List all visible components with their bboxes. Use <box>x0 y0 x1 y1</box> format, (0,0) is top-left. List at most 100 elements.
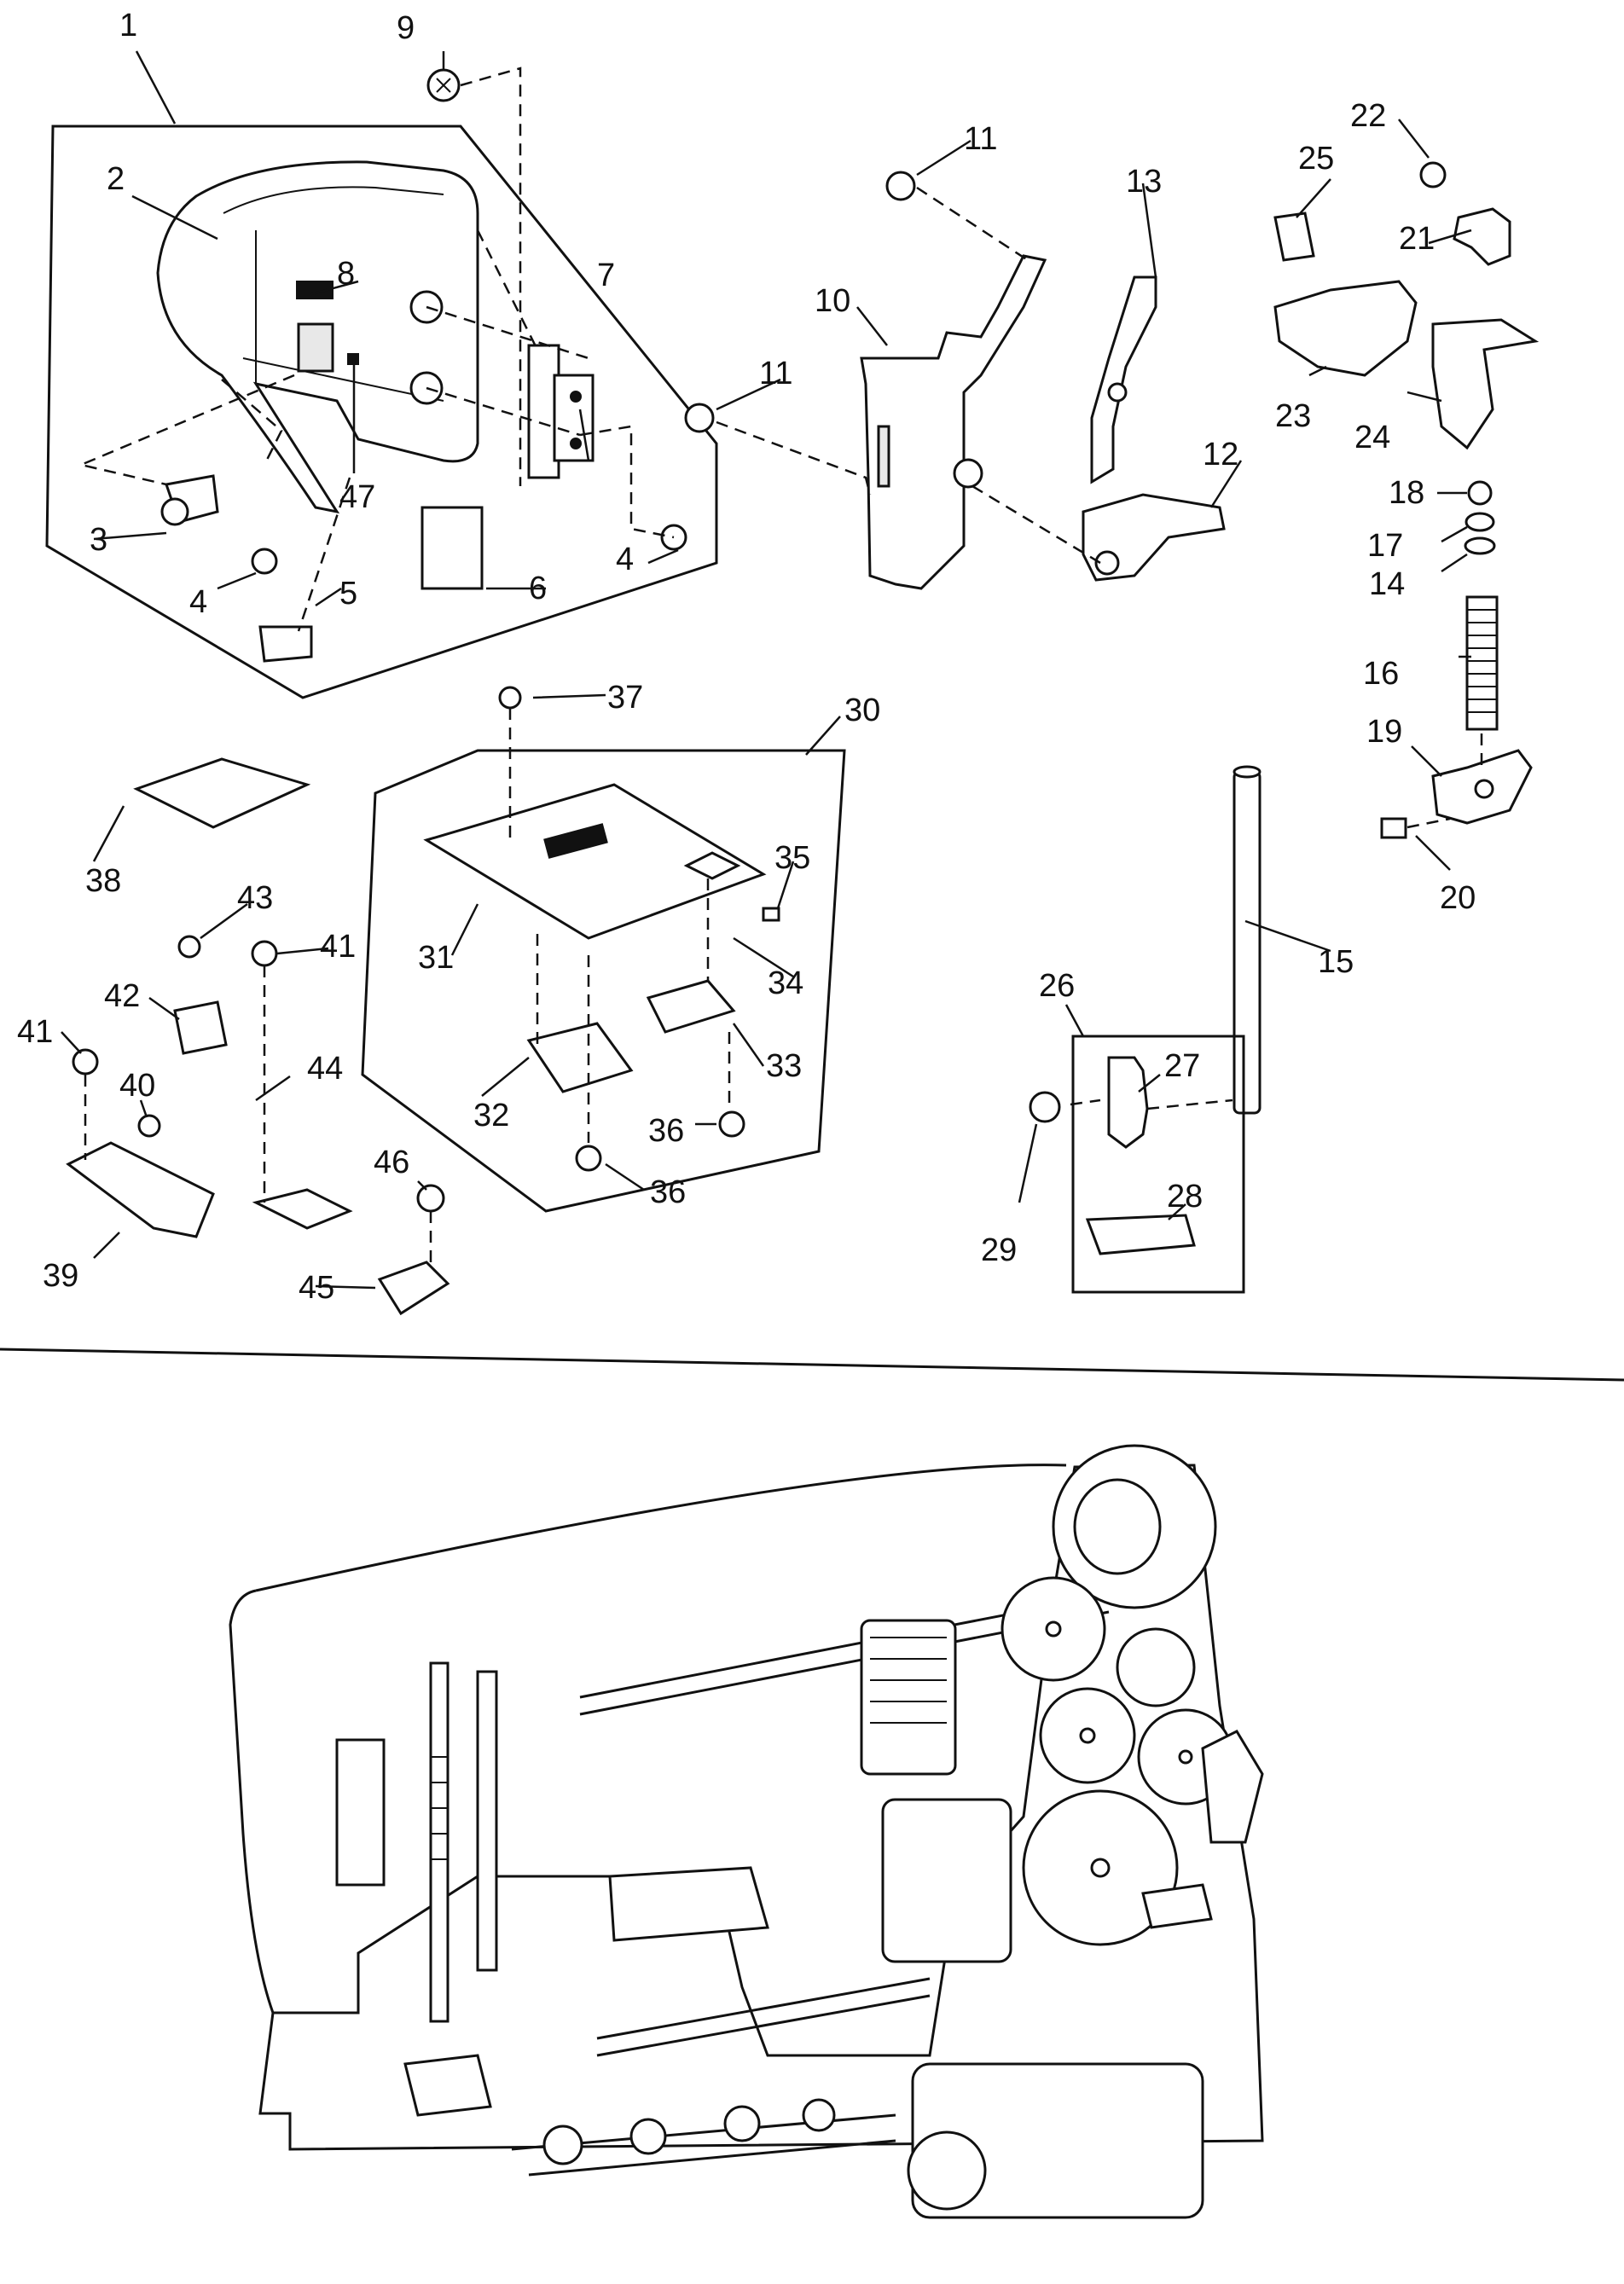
pulley-3 <box>1039 1687 1136 1784</box>
callout-17: 17 <box>1367 528 1403 564</box>
thread-take-up <box>335 1738 386 1887</box>
part-32 <box>526 1022 634 1093</box>
callout-14: 14 <box>1369 566 1405 602</box>
callout-2: 2 <box>107 161 125 197</box>
section-divider <box>0 1348 1624 1382</box>
callout-38: 38 <box>85 863 121 899</box>
foot-part-28 <box>1085 1214 1196 1255</box>
side-knob <box>1201 1730 1264 1844</box>
callout-29: 29 <box>981 1232 1017 1268</box>
bracket-slot <box>877 425 890 488</box>
callout-8: 8 <box>337 256 355 292</box>
lever-part-13 <box>1090 275 1157 484</box>
hinge-knob-upper <box>297 322 334 373</box>
callout-19: 19 <box>1366 714 1402 750</box>
callout-23: 23 <box>1275 398 1311 434</box>
callout-16: 16 <box>1363 656 1399 692</box>
slide-cover-part-38 <box>133 757 311 829</box>
callout-33: 33 <box>766 1048 802 1084</box>
callout-44: 44 <box>307 1051 343 1087</box>
bracket-part-10 <box>860 254 1047 590</box>
callout-12: 12 <box>1203 437 1238 472</box>
callout-15: 15 <box>1318 944 1354 980</box>
spring-part-35 <box>762 907 780 922</box>
screw-part-22 <box>1419 161 1447 188</box>
callout-6: 6 <box>529 571 547 606</box>
callout-7: 7 <box>597 258 615 293</box>
screw-part-41-left <box>72 1048 99 1075</box>
gear-housing <box>860 1619 957 1776</box>
callout-4b: 4 <box>616 542 634 577</box>
label-plate-8 <box>296 281 334 299</box>
callout-1: 1 <box>119 8 137 43</box>
part-45 <box>377 1261 450 1316</box>
pin-part-25 <box>1273 212 1315 262</box>
presser-foot-assembly <box>403 2054 492 2117</box>
callout-40: 40 <box>119 1068 155 1104</box>
screw-part-46 <box>416 1184 445 1213</box>
callout-5: 5 <box>339 576 357 612</box>
side-lever <box>1141 1883 1213 1929</box>
needle-plate-group <box>361 686 846 1213</box>
callout-42: 42 <box>104 978 140 1014</box>
callout-21: 21 <box>1399 221 1435 257</box>
part-6-pad <box>420 506 484 590</box>
spring-part-16 <box>1465 595 1499 731</box>
callout-25: 25 <box>1298 141 1334 177</box>
callout-46: 46 <box>374 1145 409 1180</box>
callout-4a: 4 <box>189 584 207 620</box>
callout-10: 10 <box>815 283 850 319</box>
part-34 <box>683 851 741 880</box>
callout-11a: 11 <box>964 121 997 157</box>
presser-bar-part-15 <box>1232 770 1262 1115</box>
callout-11b: 11 <box>759 356 792 391</box>
callout-37: 37 <box>607 680 643 716</box>
callout-labels: 1 2 3 4 4 5 6 7 8 9 10 11 11 12 13 14 15… <box>17 8 1476 1306</box>
face-cover-group <box>45 50 718 699</box>
needle-bar <box>429 1661 450 2023</box>
callout-32: 32 <box>473 1098 509 1133</box>
callout-13: 13 <box>1126 164 1162 200</box>
screw-part-11-top <box>885 171 916 201</box>
washer-part-40 <box>137 1114 161 1138</box>
presser-foot-group <box>1018 765 1331 1294</box>
callout-35: 35 <box>774 840 810 876</box>
callout-47: 47 <box>339 479 375 515</box>
screw-part-37 <box>498 686 522 710</box>
callout-20: 20 <box>1440 880 1476 916</box>
sewing-machine-head-illustration <box>229 1444 1264 2219</box>
needle-plate-part-31 <box>423 783 767 940</box>
bracket-part-42 <box>173 1000 228 1055</box>
screw-part-20 <box>1380 817 1407 839</box>
spring-part-17 <box>1464 512 1495 532</box>
group-30-outline <box>361 749 846 1213</box>
callout-34: 34 <box>768 965 803 1001</box>
bobbin-cover-group <box>61 757 450 1316</box>
washer-part-14 <box>1464 536 1496 555</box>
plate-part-39 <box>66 1141 215 1238</box>
callout-18: 18 <box>1389 475 1424 511</box>
arm-part-44 <box>252 1188 353 1230</box>
screw-part-41-right <box>251 940 278 967</box>
thread-tension-group <box>1273 119 1540 871</box>
callout-45: 45 <box>299 1270 334 1306</box>
callout-41b: 41 <box>320 929 356 965</box>
thumb-screw-part-29 <box>1029 1091 1061 1123</box>
holder-part-27 <box>1107 1056 1149 1149</box>
part-23 <box>1273 280 1418 377</box>
pulley-5 <box>1022 1789 1179 1946</box>
callout-9: 9 <box>397 10 415 46</box>
callout-41a: 41 <box>17 1014 53 1050</box>
screw-part-36-right <box>718 1110 745 1138</box>
callout-36a: 36 <box>648 1113 684 1149</box>
part-33 <box>646 979 736 1034</box>
washer-part-18 <box>1467 480 1493 506</box>
part-21 <box>1453 207 1511 266</box>
group-26-outline <box>1071 1035 1245 1294</box>
screw-part-43 <box>177 935 201 959</box>
callout-26: 26 <box>1039 968 1075 1004</box>
part-24 <box>1431 318 1540 450</box>
callout-43: 43 <box>237 880 273 916</box>
callout-28: 28 <box>1167 1179 1203 1214</box>
